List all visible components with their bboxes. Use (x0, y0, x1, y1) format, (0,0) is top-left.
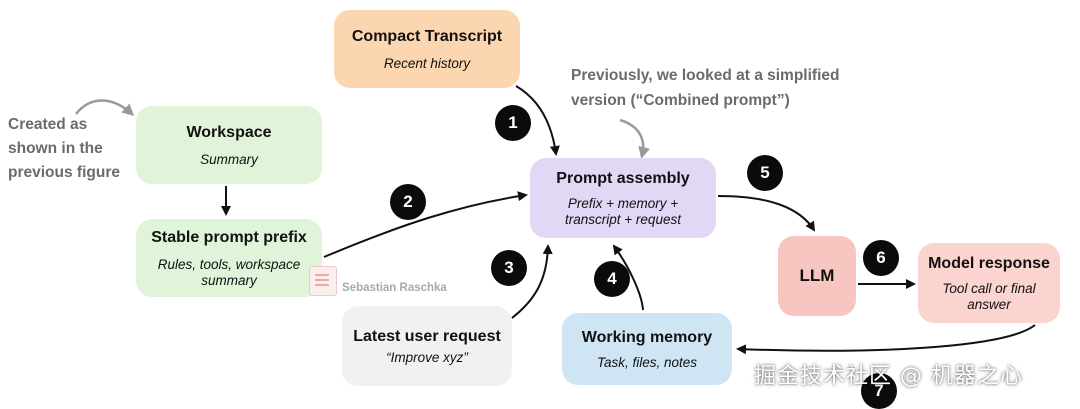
node-subtitle: Prefix + memory + transcript + request (565, 196, 681, 227)
watermark-logo-icon (309, 266, 337, 296)
arrow-request-to-assembly (511, 244, 553, 319)
arrow-prefix-to-assembly (323, 191, 528, 258)
node-compact-transcript: Compact Transcript Recent history (334, 10, 520, 88)
node-model-response: Model response Tool call or final answer (918, 243, 1060, 323)
node-prompt-assembly: Prompt assembly Prefix + memory + transc… (530, 158, 716, 238)
node-subtitle: “Improve xyz” (386, 349, 468, 365)
node-subtitle: Rules, tools, workspace summary (157, 257, 301, 288)
node-title: LLM (799, 265, 835, 285)
step-badge-2: 2 (390, 184, 426, 220)
node-title: Working memory (581, 328, 713, 346)
node-subtitle: Task, files, notes (596, 354, 698, 370)
arrow-response-to-memory (736, 324, 1036, 355)
step-badge-1: 1 (495, 105, 531, 141)
node-title: Workspace (186, 123, 272, 141)
node-subtitle: Recent history (383, 55, 471, 71)
step-badge-5: 5 (747, 155, 783, 191)
node-title: Model response (928, 254, 1050, 272)
watermark-author: Sebastian Raschka (342, 282, 447, 294)
note-arrow-created (75, 99, 135, 117)
node-working-memory: Working memory Task, files, notes (562, 313, 732, 385)
node-stable-prompt-prefix: Stable prompt prefix Rules, tools, works… (136, 219, 322, 297)
step-badge-3: 3 (491, 250, 527, 286)
node-workspace: Workspace Summary (136, 106, 322, 184)
node-subtitle: Summary (200, 151, 258, 167)
node-title: Stable prompt prefix (151, 228, 307, 246)
node-title: Prompt assembly (556, 169, 690, 187)
node-title: Latest user request (353, 327, 501, 345)
arrow-assembly-to-llm (717, 195, 816, 232)
step-badge-6: 6 (863, 240, 899, 276)
node-subtitle: Tool call or final answer (942, 281, 1036, 312)
annotation-created-note: Created as shown in the previous figure (8, 116, 120, 182)
arrow-transcript-to-assembly (515, 85, 560, 156)
annotation-previous-note: Previously, we looked at a simplified ve… (571, 67, 840, 109)
connector-arrows (75, 85, 1036, 355)
node-llm: LLM (778, 236, 856, 316)
step-badge-4: 4 (594, 261, 630, 297)
watermark-site: 掘金技术社区 @ 机器之心 (754, 364, 1023, 389)
node-title: Compact Transcript (351, 27, 503, 45)
arrow-memory-to-assembly (612, 244, 644, 311)
node-latest-user-request: Latest user request “Improve xyz” (342, 306, 512, 386)
note-arrow-previous (619, 118, 650, 159)
